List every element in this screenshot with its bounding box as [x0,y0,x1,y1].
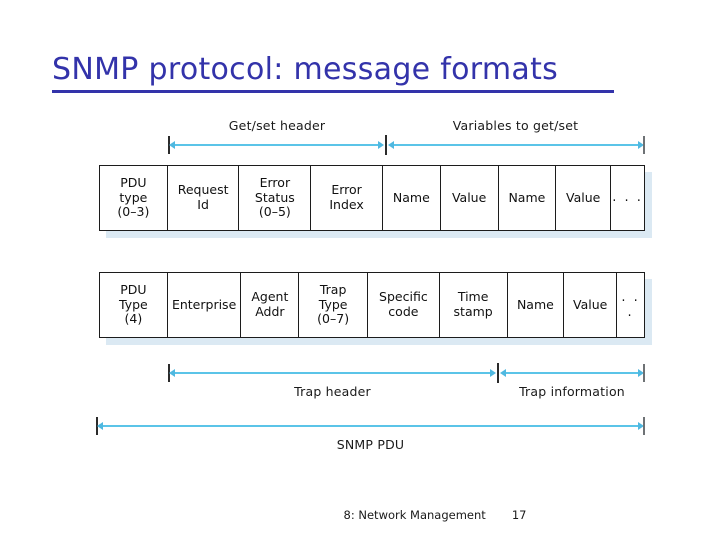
span-label-variables-to-get-set: Variables to get/set [452,118,579,133]
pdu-cell-value-2: Value [556,166,612,230]
slide-footer: 8: Network Management 17 [0,505,720,525]
trap-pdu-table: PDU Type (4) Enterprise Agent Addr Trap … [99,272,645,338]
arrow-head-right-icon [638,369,644,377]
pdu-cell-error-index: Error Index [311,166,383,230]
arrow-tick-right [643,136,645,154]
snmp-pdu-span-arrow [0,417,720,435]
arrow-head-left-icon [97,422,103,430]
arrow-tick-right [643,417,645,435]
arrow-trap-information [499,364,645,382]
span-label-trap-information: Trap information [519,384,625,399]
trap-cell-trap-type: Trap Type (0–7) [299,273,369,337]
top-span-arrows [0,135,720,155]
arrow-line [102,425,639,427]
arrow-trap-header [168,364,497,382]
get-set-pdu-table: PDU type (0–3) Request Id Error Status (… [99,165,645,231]
trap-span-divider-tick [497,363,499,383]
pdu-cell-ellipsis: . . . [612,190,643,206]
trap-span-arrows [0,363,720,383]
arrow-head-left-icon [169,141,175,149]
trap-cell-enterprise: Enterprise [168,273,242,337]
trap-cell-pdu-type: PDU Type (4) [100,273,168,337]
trap-cell-value: Value [564,273,618,337]
page-title: SNMP protocol: message formats [52,52,559,87]
arrow-line [174,372,491,374]
arrow-line [174,144,379,146]
footer-chapter-label: 8: Network Management [343,508,486,522]
arrow-line [393,144,639,146]
trap-cell-name: Name [508,273,565,337]
span-label-snmp-pdu: SNMP PDU [336,437,405,452]
pdu-cell-error-status: Error Status (0–5) [239,166,312,230]
trap-cell-agent-addr: Agent Addr [241,273,300,337]
arrow-tick-right [643,364,645,382]
arrow-variables-to-get-set [387,136,645,154]
arrow-get-set-header [168,136,385,154]
arrow-head-right-icon [638,422,644,430]
arrow-head-left-icon [388,141,394,149]
arrow-head-left-icon [500,369,506,377]
pdu-cell-value-1: Value [441,166,499,230]
footer-page-number: 17 [511,508,527,522]
arrow-head-right-icon [490,369,496,377]
trap-cell-ellipsis: . . . [621,289,640,320]
arrow-snmp-pdu [96,417,645,435]
title-underline [52,90,614,93]
trap-cell-time-stamp: Time stamp [440,273,508,337]
pdu-cell-name-1: Name [383,166,441,230]
pdu-cell-request-id: Request Id [168,166,240,230]
arrow-head-right-icon [378,141,384,149]
arrow-head-right-icon [638,141,644,149]
pdu-cell-pdu-type: PDU type (0–3) [100,166,168,230]
pdu-cell-name-2: Name [499,166,557,230]
trap-cell-specific-code: Specific code [368,273,440,337]
arrow-line [505,372,639,374]
span-label-get-set-header: Get/set header [228,118,326,133]
span-divider-tick [385,135,387,155]
arrow-head-left-icon [169,369,175,377]
span-label-trap-header: Trap header [294,384,371,399]
